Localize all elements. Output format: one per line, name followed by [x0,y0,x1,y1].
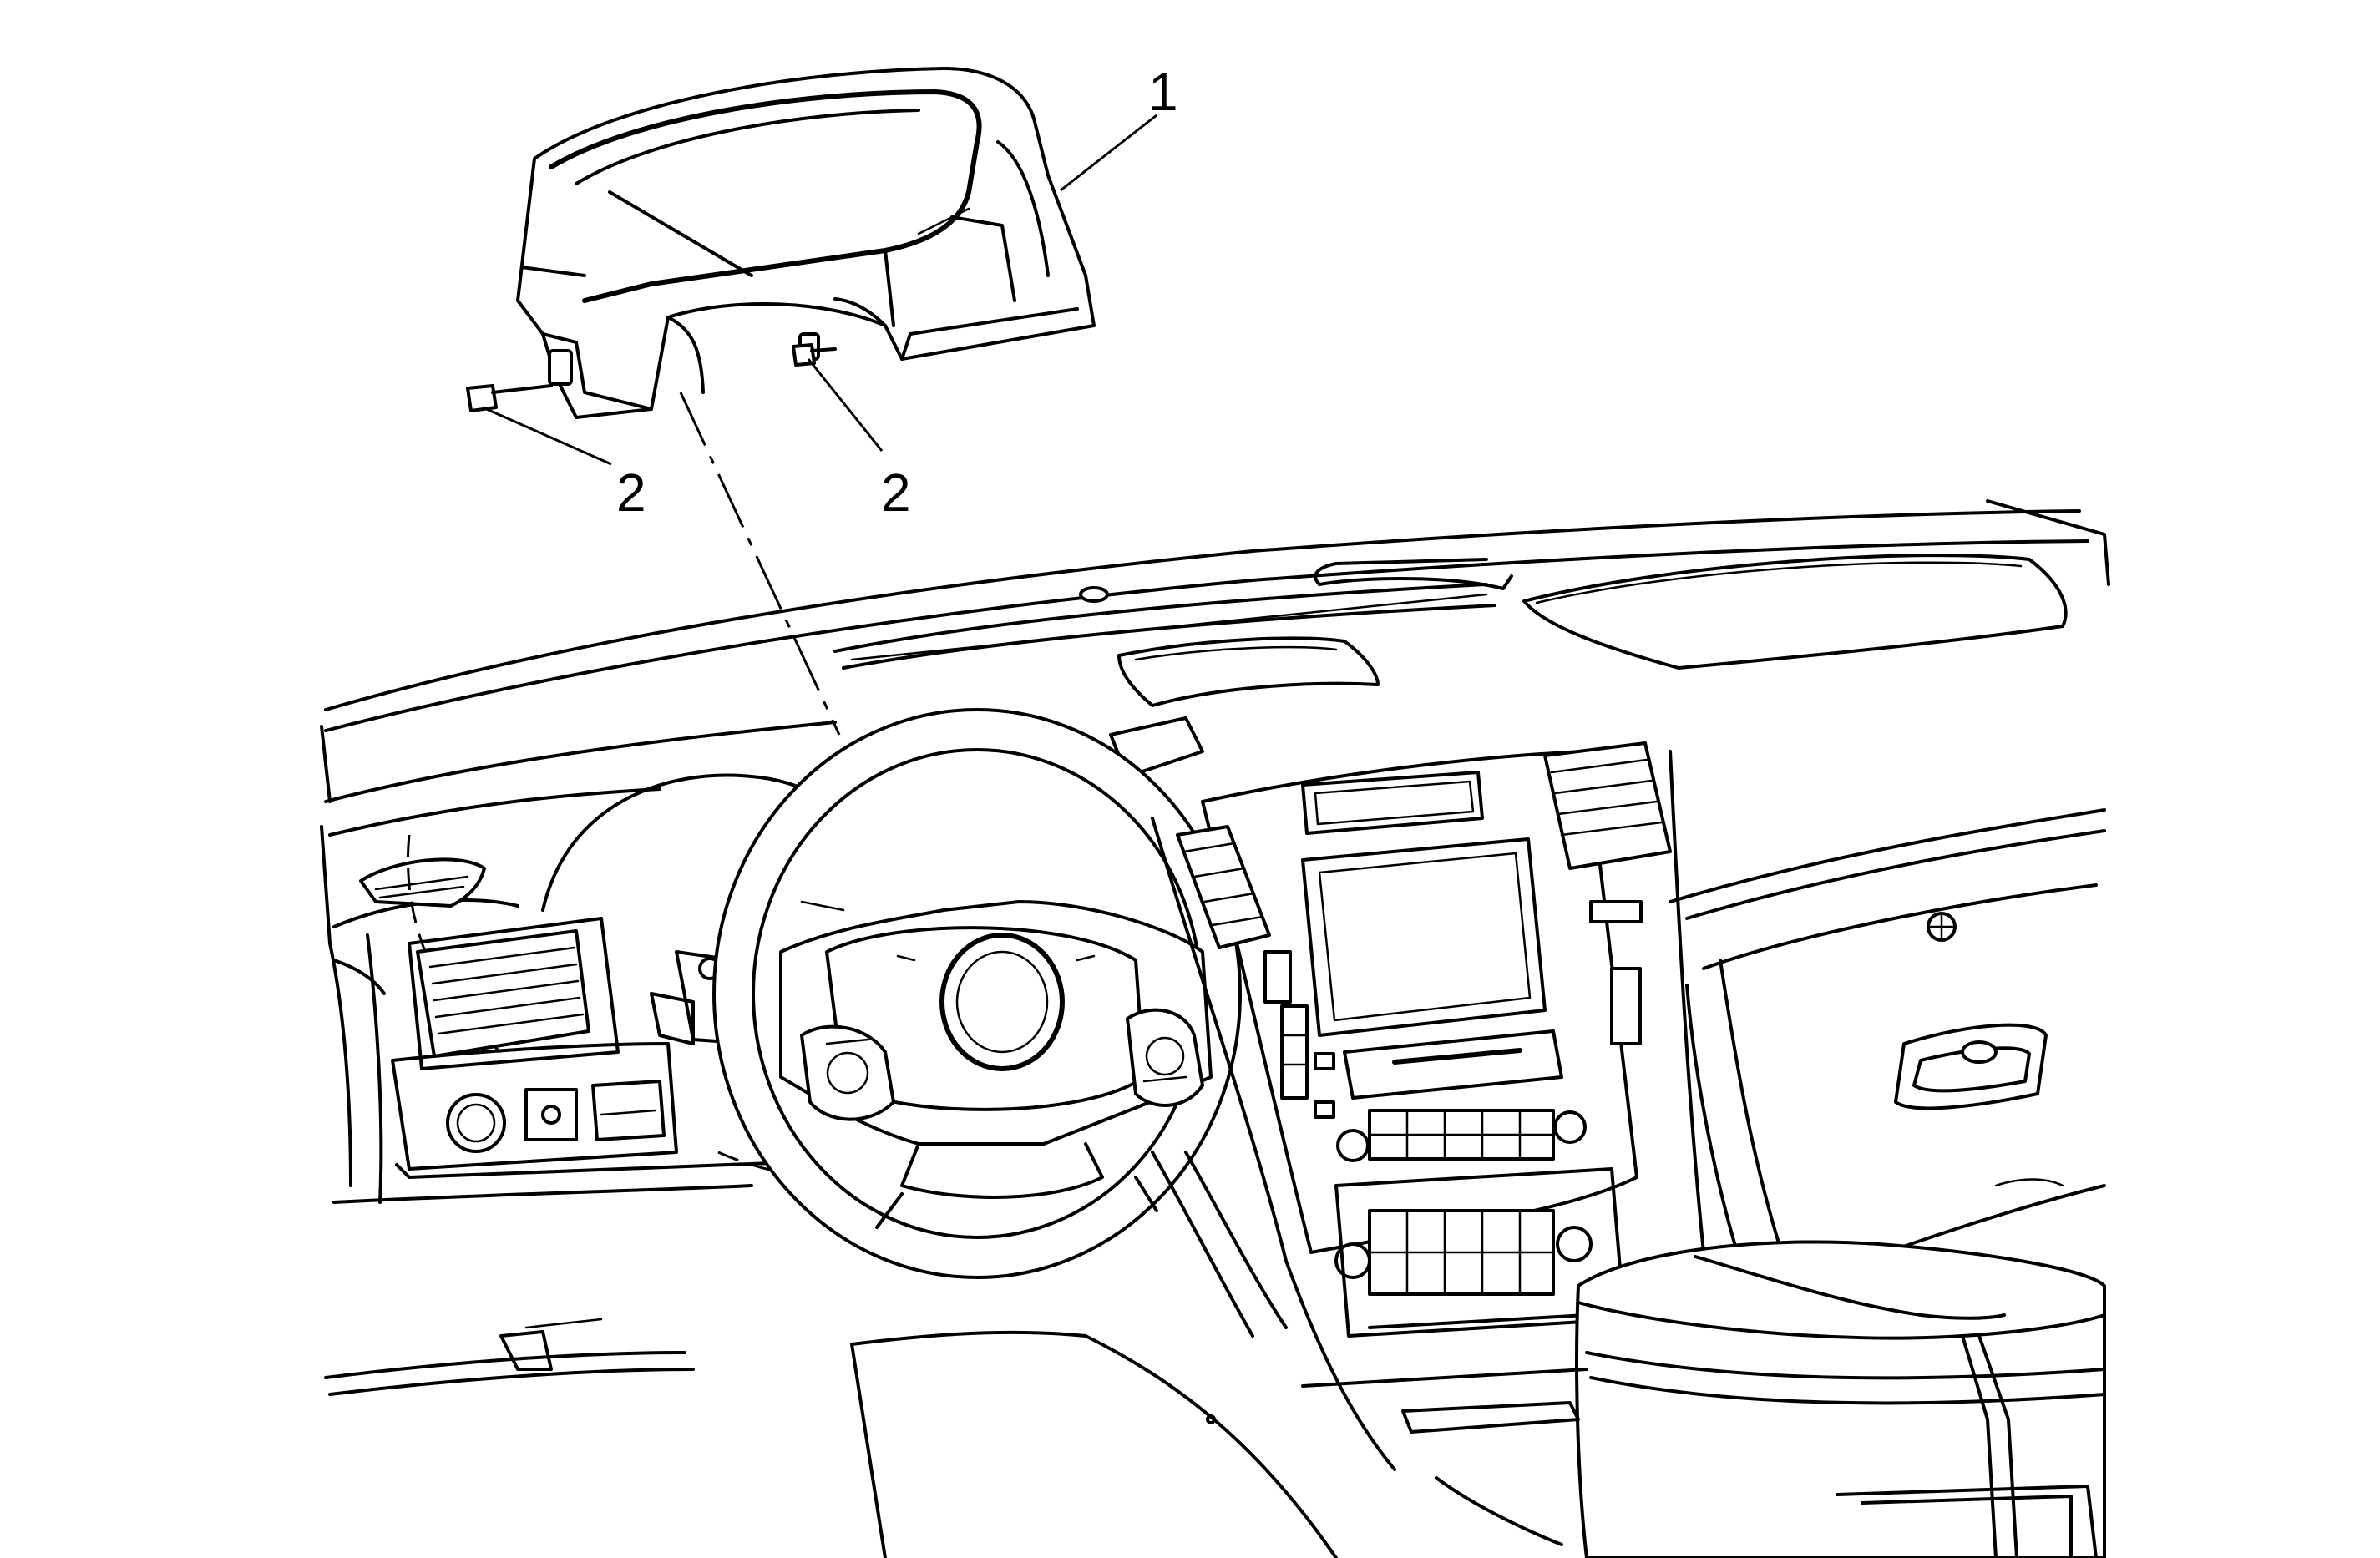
retainer-clip-right [792,343,837,367]
dashboard-top [320,499,2110,803]
retainer-clip-left [466,384,553,412]
floor-tunnel [850,1151,1338,1558]
callout-2-left-label: 2 [616,463,646,523]
passenger-dash [1669,808,2106,1304]
callout-2-right-label: 2 [881,463,911,523]
center-stack [1151,741,1705,1471]
center-console [1301,1240,2106,1558]
leader-line-2-right [807,358,884,452]
cluster-trim-bezel [516,67,1096,419]
steering-wheel [712,708,1242,1279]
callout-1-label: 1 [1148,62,1178,122]
assembly-centerline [679,392,841,736]
leader-line-2-left [482,406,612,466]
leader-line-1 [1060,114,1157,192]
